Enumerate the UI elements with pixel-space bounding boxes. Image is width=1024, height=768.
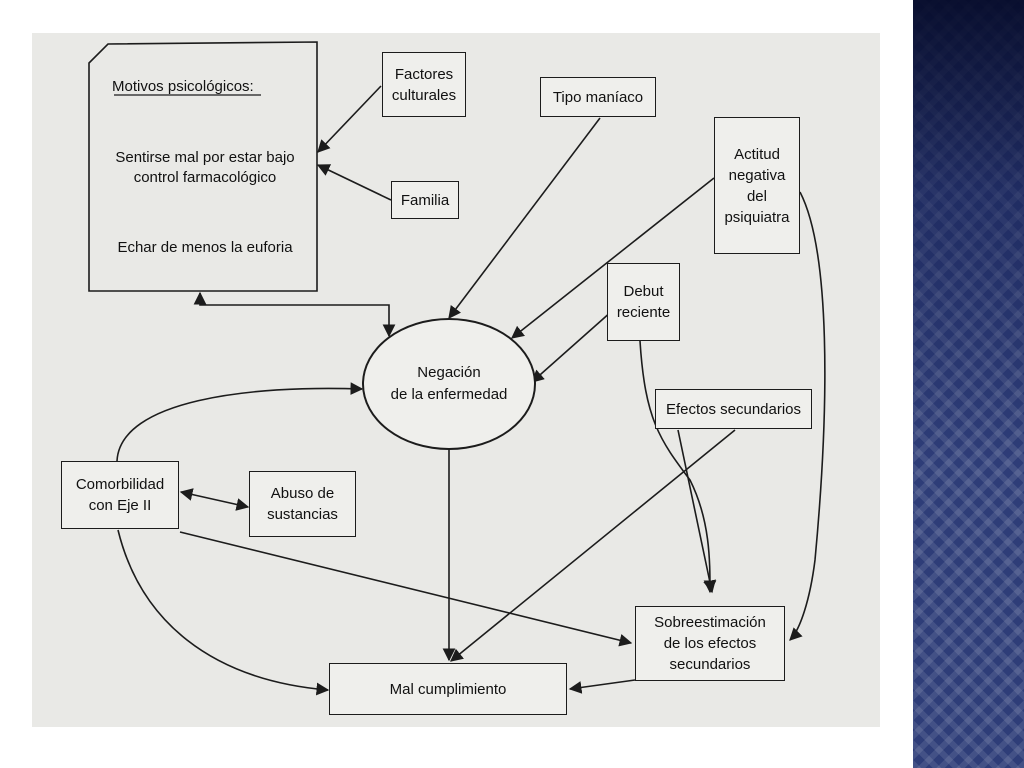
node-mal-cumplimiento: Mal cumplimiento — [329, 663, 567, 715]
node-familia: Familia — [391, 181, 459, 219]
node-sobreestimacion: Sobreestimación de los efectos secundari… — [635, 606, 785, 681]
node-negacion-enfermedad: Negación de la enfermedad — [362, 318, 536, 450]
node-factores-culturales: Factores culturales — [382, 52, 466, 117]
motivos-title: Motivos psicológicos: — [112, 78, 254, 95]
motivos-item-2: Echar de menos la euforia — [117, 239, 293, 256]
node-tipo-maniaco: Tipo maníaco — [540, 77, 656, 117]
node-abuso-sustancias: Abuso de sustancias — [249, 471, 356, 537]
node-actitud-negativa: Actitud negativa del psiquiatra — [714, 117, 800, 254]
motivos-item-1: Sentirse mal por estar bajo control farm… — [115, 149, 295, 186]
node-efectos-secundarios: Efectos secundarios — [655, 389, 812, 429]
node-debut-reciente: Debut reciente — [607, 263, 680, 341]
decorative-sidebar — [913, 0, 1024, 768]
node-comorbilidad: Comorbilidad con Eje II — [61, 461, 179, 529]
